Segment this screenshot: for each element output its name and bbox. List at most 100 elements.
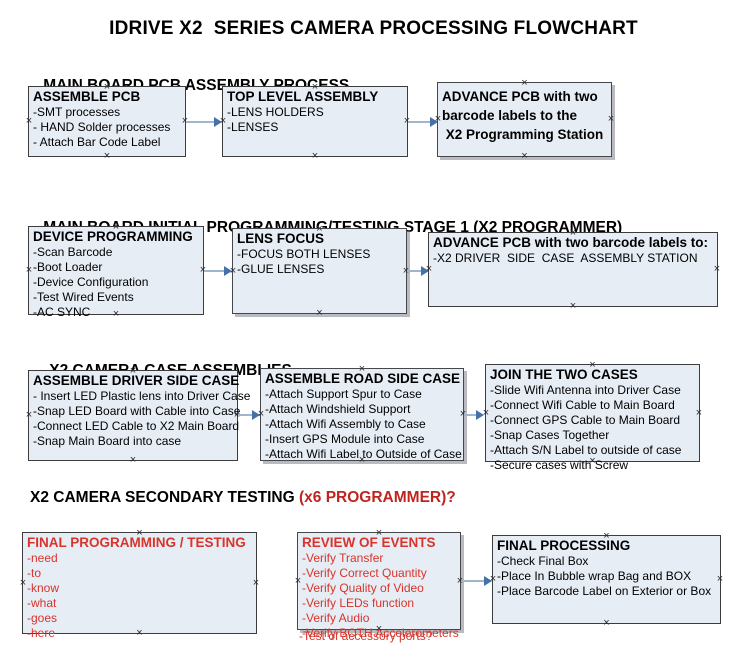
resize-handle-top[interactable] [358,365,367,374]
resize-handle-right[interactable] [695,409,704,418]
flow-box-line: -GLUE LENSES [237,262,325,276]
resize-handle-top[interactable] [588,361,597,370]
resize-handle-left[interactable] [294,577,303,586]
resize-handle-bottom[interactable] [112,310,121,319]
flow-box-line: -need [27,551,58,565]
resize-handle-right[interactable] [607,115,616,124]
connector-line [464,414,482,416]
resize-handle-left[interactable] [25,411,34,420]
flow-box-line: -Slide Wifi Antenna into Driver Case [490,383,681,397]
flow-box-line: -Test Wired Events [33,290,134,304]
flow-box-line: -Connect Wifi Cable to Main Board [490,398,675,412]
flow-box-review-of-events[interactable]: REVIEW OF EVENTS -Verify Transfer -Verif… [294,529,461,640]
connector-line [238,414,260,416]
flow-box-line: -Verify Quality of Video [302,581,424,595]
flow-box-line: -here [27,626,56,640]
resize-handle-top[interactable] [315,225,324,234]
flow-box-title: DEVICE PROGRAMMING [33,229,193,244]
resize-handle-left[interactable] [25,117,34,126]
flow-box-assemble-pcb[interactable]: ASSEMBLE PCB -SMT processes - HAND Solde… [28,86,186,157]
flow-box-line: -Insert GPS Module into Case [265,432,425,446]
flow-box-line: -Snap Main Board into case [33,434,182,448]
flow-box-title: ADVANCE PCB with two barcode labels to: [433,235,709,250]
flow-box-line: -Verify Correct Quantity [302,566,427,580]
flow-box-line: -Secure cases with Screw [490,458,629,472]
flow-box-title: REVIEW OF EVENTS [302,535,436,550]
resize-handle-left[interactable] [25,266,34,275]
flow-box-line: -LENS HOLDERS [227,105,324,119]
resize-handle-bottom[interactable] [135,629,144,638]
resize-handle-top[interactable] [129,367,138,376]
flow-box-line: -FOCUS BOTH LENSES [237,247,371,261]
resize-handle-bottom[interactable] [103,152,112,161]
page-title: IDRIVE X2 SERIES CAMERA PROCESSING FLOWC… [109,18,638,39]
flow-box-line: -Snap LED Board with Cable into Case [33,404,241,418]
flow-box-line: -to [27,566,42,580]
flow-box-line: -Device Configuration [33,275,149,289]
resize-handle-left[interactable] [434,115,443,124]
resize-handle-left[interactable] [489,575,498,584]
resize-handle-top[interactable] [311,83,320,92]
resize-handle-right[interactable] [713,265,722,274]
resize-handle-top[interactable] [375,529,384,538]
resize-handle-bottom[interactable] [129,456,138,465]
flow-box-device-programming[interactable]: DEVICE PROGRAMMING -Scan Barcode -Boot L… [25,223,204,319]
resize-handle-bottom[interactable] [569,302,578,311]
flow-box-assemble-driver-side-case[interactable]: ASSEMBLE DRIVER SIDE CASE - Insert LED P… [25,367,251,461]
flow-box-title: JOIN THE TWO CASES [490,367,638,382]
flow-box-advance-pcb-to-driver-side-case[interactable]: ADVANCE PCB with two barcode labels to: … [428,232,718,307]
resize-handle-top[interactable] [520,79,529,88]
flow-box-line: -Verify Transfer [302,551,384,565]
connector-line [461,580,490,582]
resize-handle-left[interactable] [257,410,266,419]
flow-box-advance-pcb-to-programming-station[interactable]: ADVANCE PCB with two barcode labels to t… [437,82,612,157]
flow-box-lens-focus[interactable]: LENS FOCUS -FOCUS BOTH LENSES -GLUE LENS… [232,228,407,314]
resize-handle-top[interactable] [112,223,121,232]
connector-line [204,270,226,272]
resize-handle-bottom[interactable] [358,456,367,465]
resize-handle-bottom[interactable] [315,309,324,318]
resize-handle-bottom[interactable] [520,152,529,161]
resize-handle-left[interactable] [229,267,238,276]
flow-box-line: -Attach S/N Label to outside of case [490,443,682,457]
resize-handle-left[interactable] [425,265,434,274]
flow-box-assemble-road-side-case[interactable]: ASSEMBLE ROAD SIDE CASE -Attach Support … [260,368,464,461]
flow-box-line: -SMT processes [33,105,121,119]
flow-box-title: ASSEMBLE ROAD SIDE CASE [265,371,461,386]
resize-handle-left[interactable] [19,579,28,588]
resize-handle-right[interactable] [716,575,725,584]
flow-box-top-level-assembly[interactable]: TOP LEVEL ASSEMBLY -LENS HOLDERS -LENSES [222,86,408,157]
flow-box-line: -Verify LEDs function [302,596,415,610]
flow-box-final-processing[interactable]: FINAL PROCESSING -Check Final Box -Place… [492,535,721,624]
resize-handle-top[interactable] [569,229,578,238]
flow-box-line: -Place Barcode Label on Exterior or Box [497,584,712,598]
flow-box-title: FINAL PROGRAMMING / TESTING [27,535,246,550]
flow-box-title: ASSEMBLE DRIVER SIDE CASE [33,373,240,388]
resize-handle-right[interactable] [252,579,261,588]
section-heading-x2-camera-secondary-testing: X2 CAMERA SECONDARY TESTING (x6 PROGRAMM… [30,489,456,507]
connector-line [186,121,216,123]
flow-box-line: -LENSES [227,120,279,134]
resize-handle-bottom[interactable] [588,457,597,466]
resize-handle-left[interactable] [482,409,491,418]
flow-box-final-programming-testing[interactable]: FINAL PROGRAMMING / TESTING -need -to -k… [19,529,257,640]
flow-box-line: -Check Final Box [497,554,589,568]
flow-box-line: -Boot Loader [33,260,103,274]
flow-box-title: ASSEMBLE PCB [33,89,141,104]
flow-box-line: -Scan Barcode [33,245,113,259]
flow-box-line: - Insert LED Plastic lens into Driver Ca… [33,389,251,403]
section-heading-accent: (x6 PROGRAMMER)? [299,489,456,506]
resize-handle-top[interactable] [135,529,144,538]
flow-box-overflow-line: -Test of accessory ports? [299,629,433,643]
resize-handle-top[interactable] [602,532,611,541]
flow-box-title: TOP LEVEL ASSEMBLY [227,89,379,104]
resize-handle-bottom[interactable] [311,152,320,161]
flow-box-line: - HAND Solder processes [33,120,171,134]
flow-box-join-the-two-cases[interactable]: JOIN THE TWO CASES -Slide Wifi Antenna i… [482,361,700,472]
flow-box-line: -Attach Support Spur to Case [265,387,422,401]
flow-box-line: -X2 DRIVER SIDE CASE ASSEMBLY STATION [433,251,698,265]
resize-handle-bottom[interactable] [602,619,611,628]
resize-handle-top[interactable] [103,83,112,92]
resize-handle-left[interactable] [219,117,228,126]
